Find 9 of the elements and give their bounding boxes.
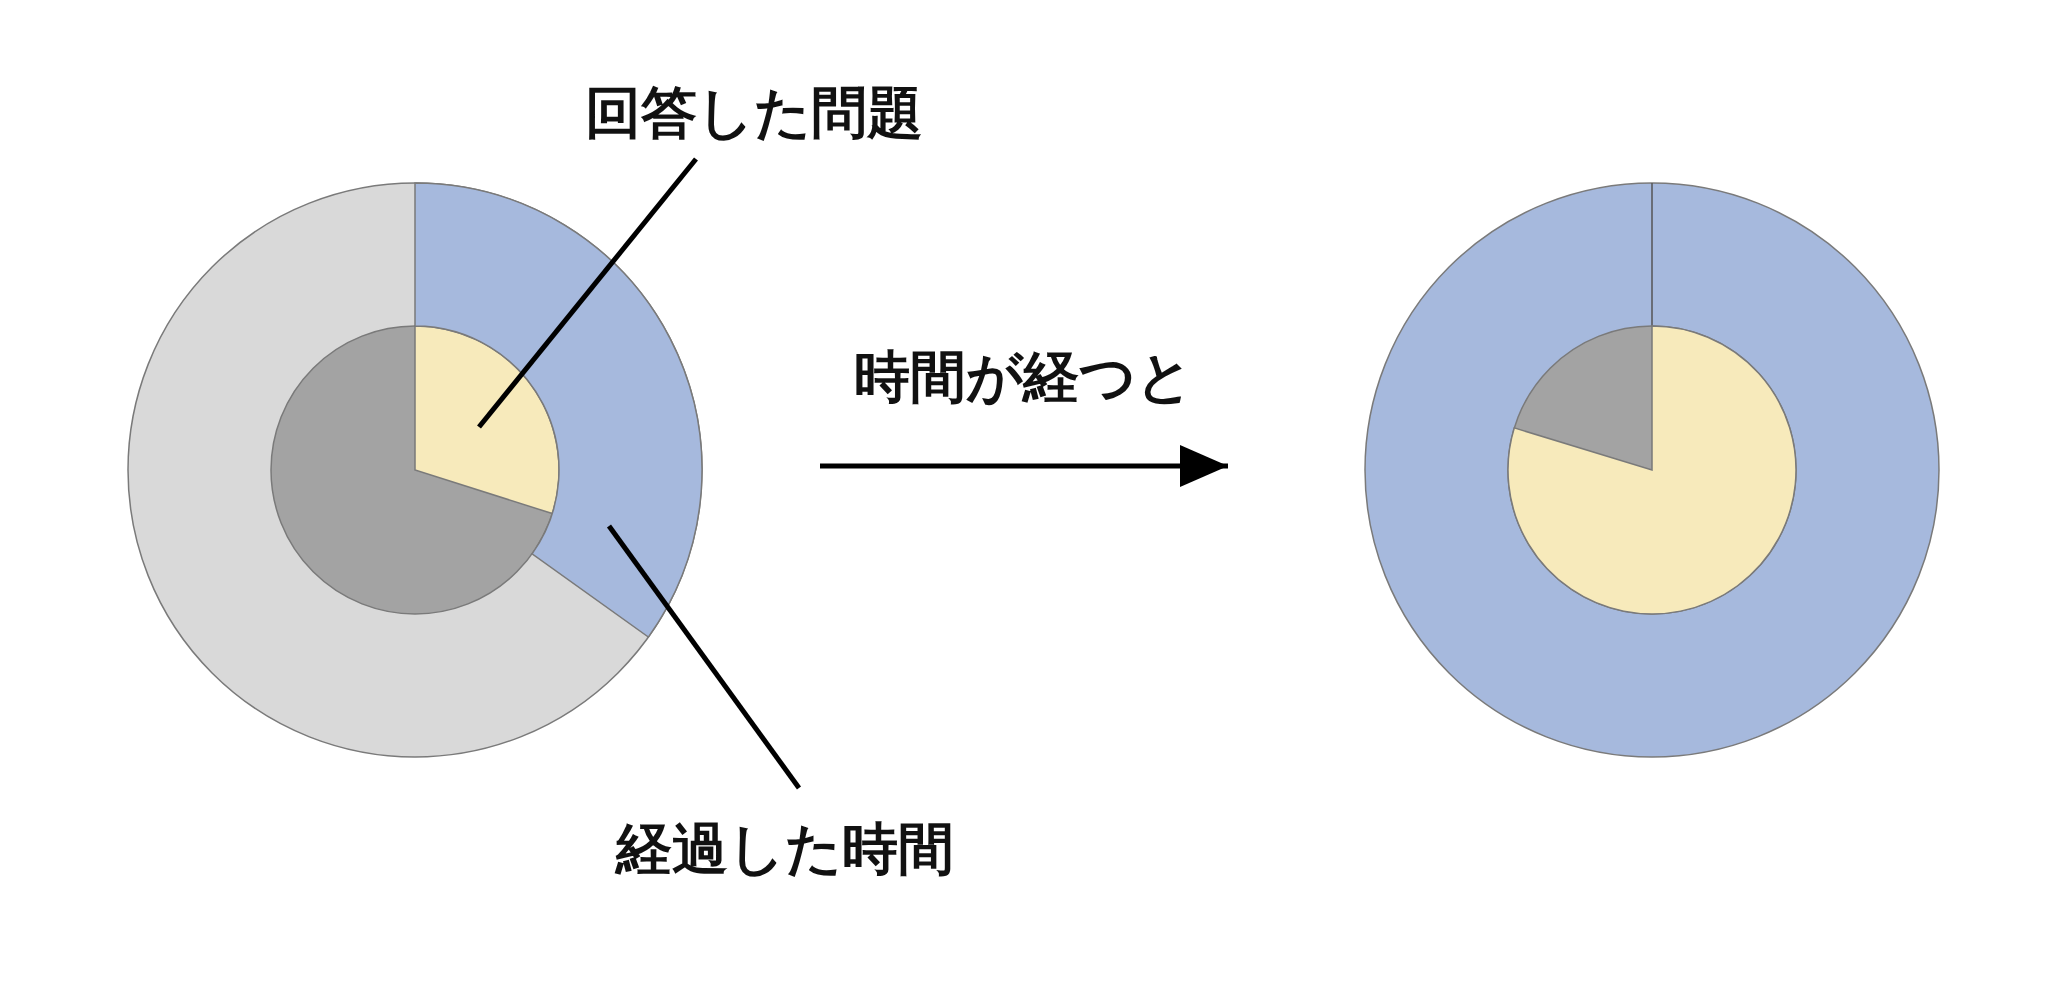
leader-line — [606, 524, 802, 790]
arrow — [820, 445, 1228, 487]
callout-label: 経過した時間 — [616, 818, 954, 880]
callout-label: 回答した問題 — [585, 82, 923, 144]
donut-sector — [414, 325, 560, 515]
donut-chart-drawing — [126, 181, 704, 759]
donut-sector — [414, 182, 703, 638]
leader-line — [477, 157, 698, 429]
donut-chart-drawing — [1363, 181, 1941, 759]
